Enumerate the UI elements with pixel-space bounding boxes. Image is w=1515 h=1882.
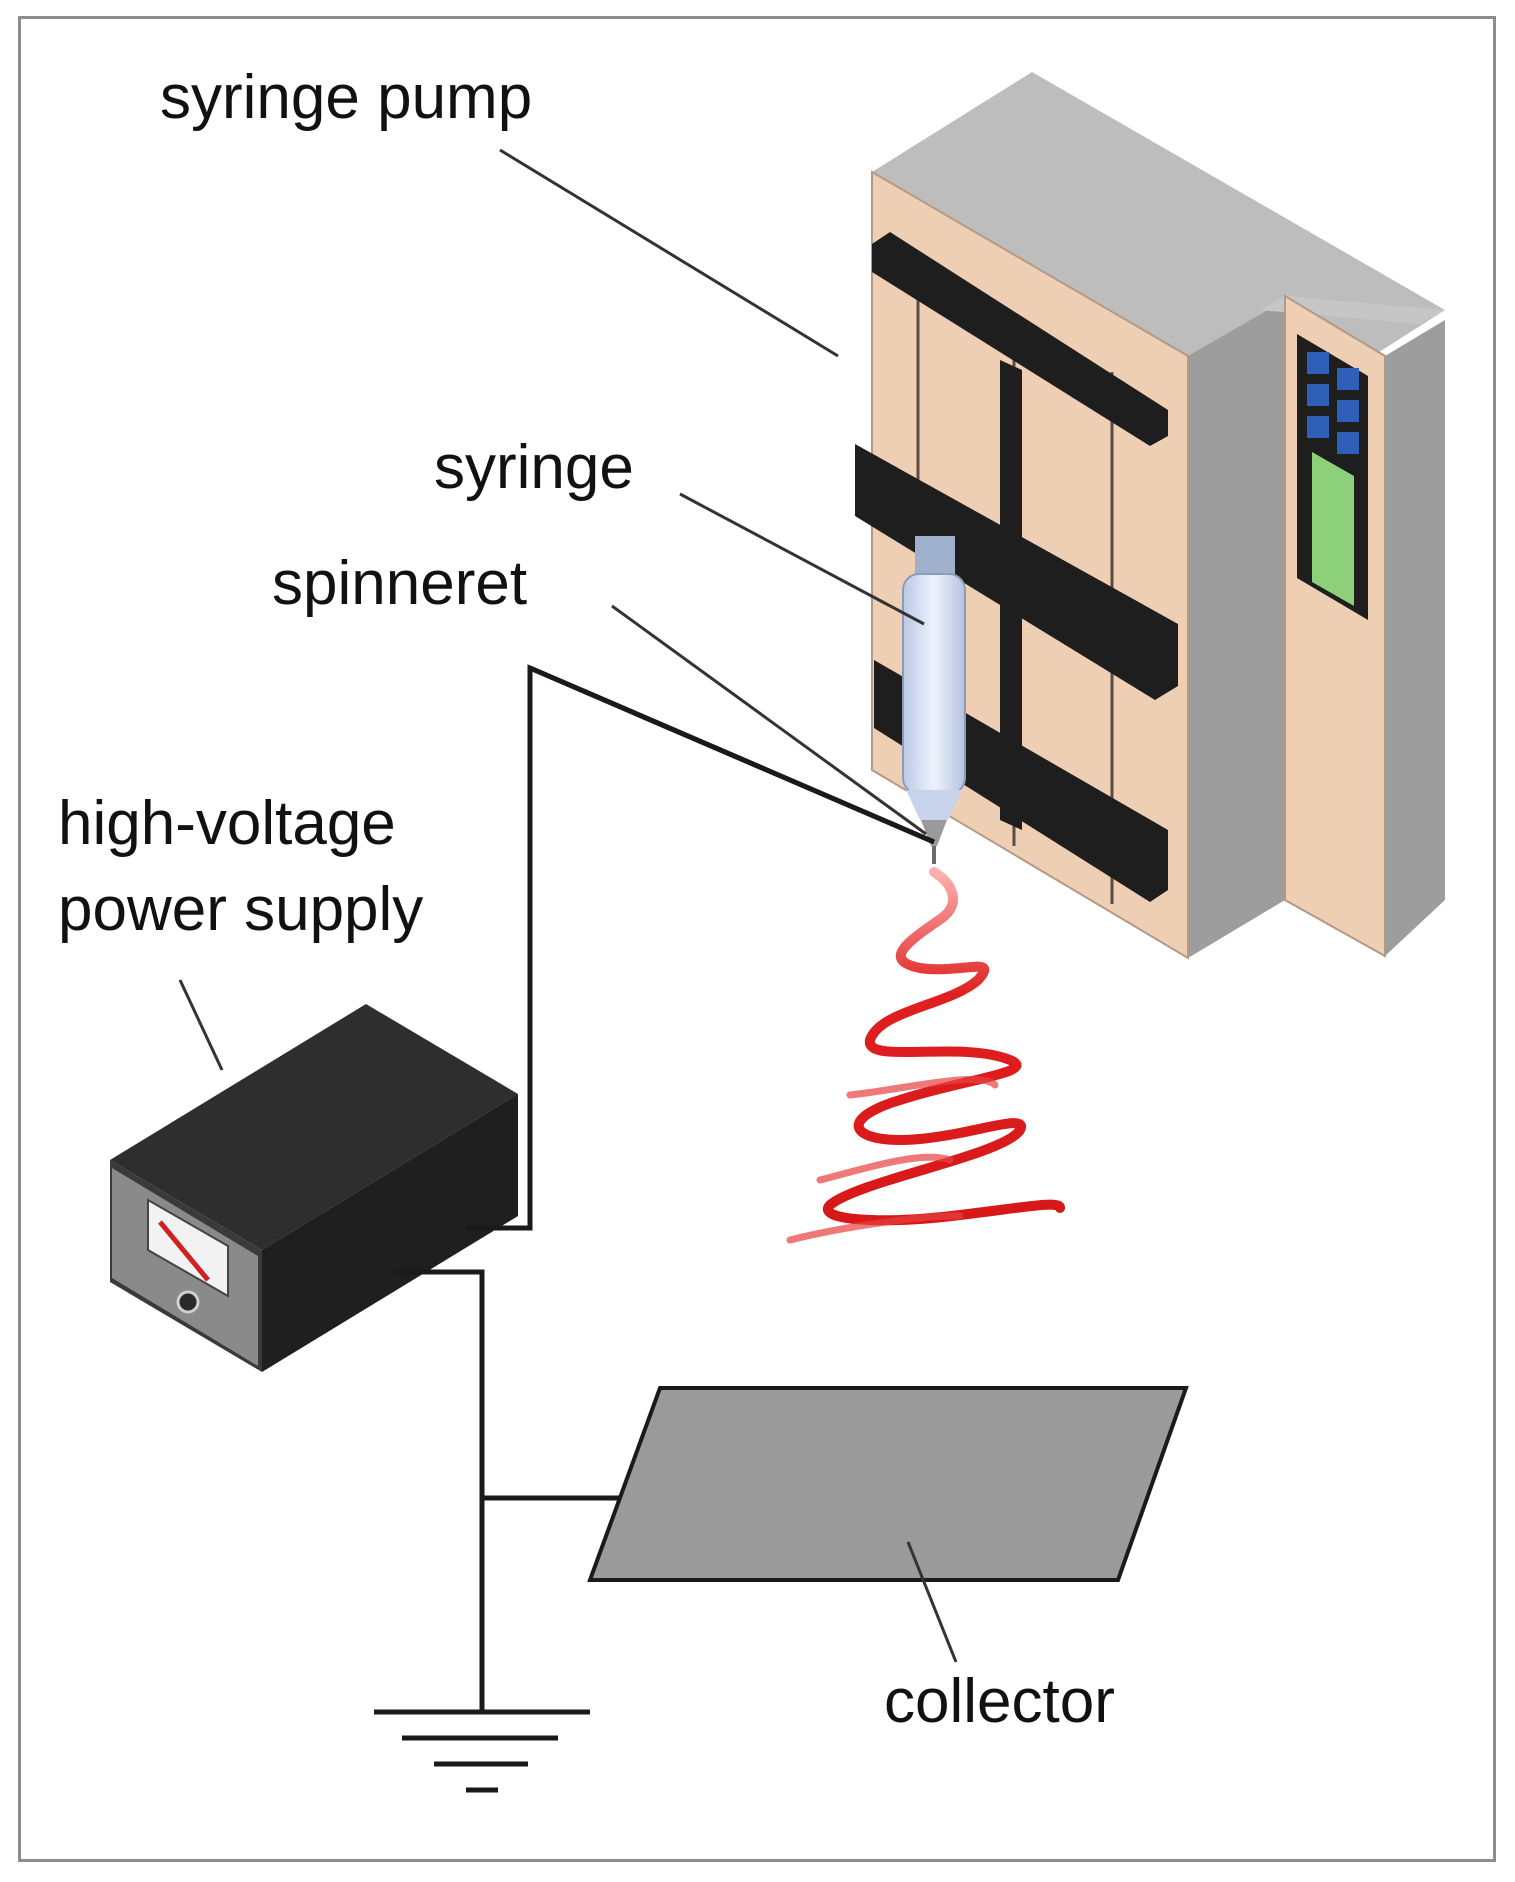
psu-top	[110, 1004, 518, 1250]
pump-control-side	[1385, 320, 1445, 956]
keypad-buttons	[1307, 352, 1359, 454]
collector-plate	[587, 1386, 1189, 1582]
psu-knob	[176, 1290, 200, 1314]
ground-wire	[396, 1269, 485, 1710]
leader-spinneret	[611, 604, 927, 836]
pump-side-face	[1188, 300, 1285, 958]
psu-meter-needle	[158, 1220, 210, 1282]
polymer-jet	[786, 867, 1065, 1244]
leader-lines	[178, 148, 958, 1663]
leader-syringe-pump	[499, 148, 839, 358]
pump-screen	[1312, 452, 1354, 606]
power-supply	[110, 1004, 518, 1372]
label-syringe-pump: syringe pump	[160, 63, 532, 132]
syringe-neck	[906, 790, 962, 820]
label-power-supply-line2: power supply	[58, 875, 423, 944]
figure-frame	[18, 16, 1496, 1862]
syringe-plunger	[915, 536, 955, 580]
syringe	[902, 536, 966, 864]
leader-collector	[906, 1541, 958, 1663]
pump-control-top	[1260, 296, 1445, 324]
label-power-supply-line1: high-voltage	[58, 789, 396, 858]
pump-vertical-rod	[1000, 360, 1022, 830]
label-spinneret: spinneret	[272, 549, 527, 618]
wires	[374, 664, 935, 1793]
leader-syringe	[679, 492, 925, 626]
spinneret-tip	[921, 820, 947, 846]
syringe-barrel	[902, 573, 966, 795]
hv-wire-branch	[529, 665, 935, 845]
psu-meter	[147, 1198, 229, 1298]
hv-wire	[466, 664, 935, 1231]
label-collector: collector	[884, 1667, 1115, 1736]
label-syringe: syringe	[434, 433, 634, 502]
psu-side	[262, 1094, 518, 1372]
leader-power-supply	[178, 979, 224, 1071]
